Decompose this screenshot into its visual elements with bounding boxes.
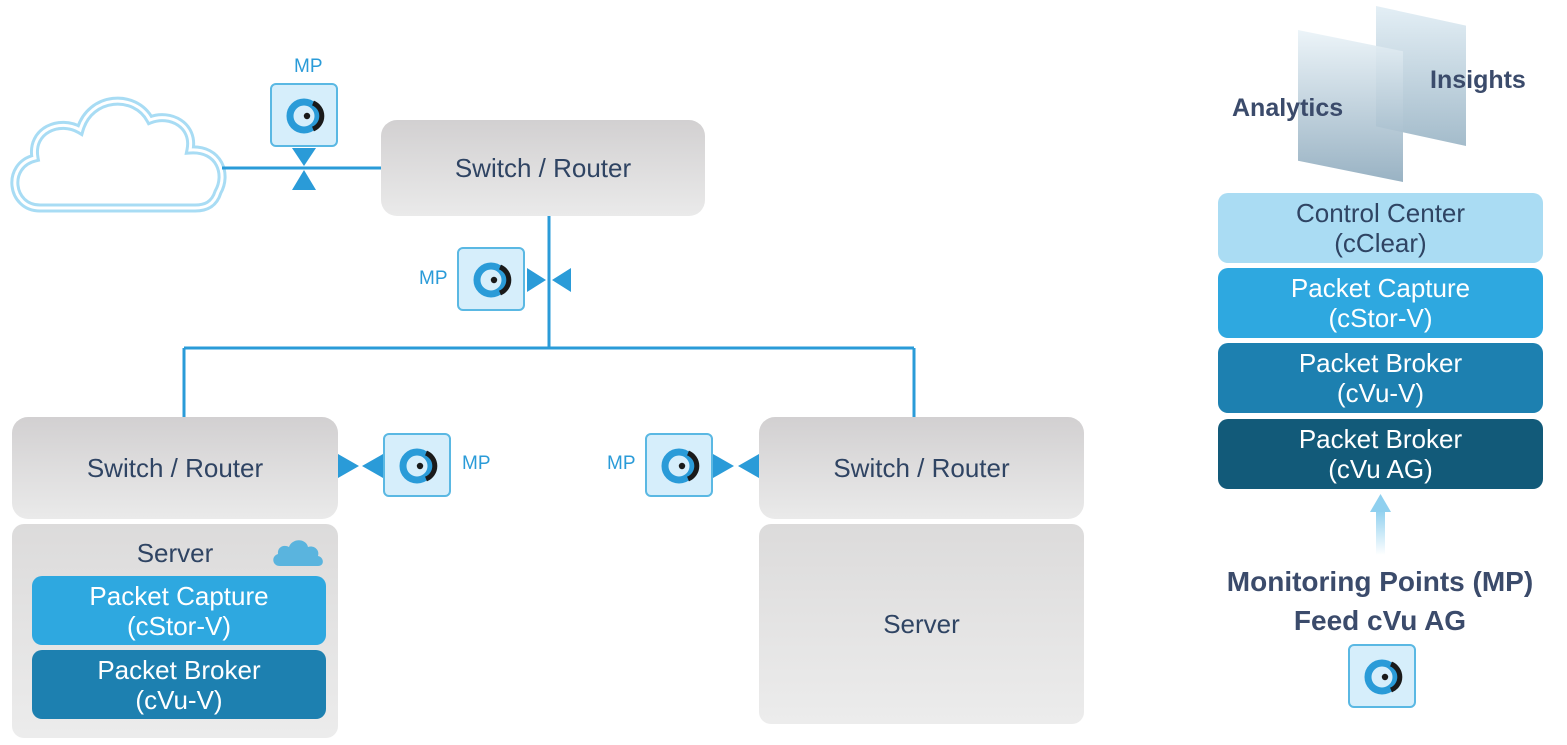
stack-packet-capture-line2: (cStor-V)	[1328, 303, 1433, 333]
right-server-label: Server	[883, 608, 960, 639]
left-switch-router: Switch / Router	[12, 417, 338, 519]
left-packet-capture-line1: Packet Capture	[89, 580, 269, 611]
right-server: Server	[759, 524, 1084, 724]
monitoring-point-icon[interactable]	[645, 433, 713, 497]
left-server: Server Packet Capture (cStor-V) Packet B…	[12, 524, 338, 738]
stack-packet-broker-cvu-ag: Packet Broker (cVu AG)	[1218, 419, 1543, 489]
feed-arrow	[1370, 494, 1391, 555]
stack-packet-broker-cvu-ag-line2: (cVu AG)	[1328, 454, 1433, 484]
left-switch-router-label: Switch / Router	[86, 452, 264, 483]
tap-arrow-icon	[713, 454, 759, 478]
stack-packet-capture: Packet Capture (cStor-V)	[1218, 268, 1543, 338]
caption-line2: Feed cVu AG	[1293, 605, 1467, 636]
caption-line1: Monitoring Points (MP)	[1226, 566, 1534, 597]
stack-control-center: Control Center (cClear)	[1218, 193, 1543, 263]
stack-packet-broker-cvu-v-line2: (cVu-V)	[1336, 378, 1425, 408]
stack-packet-broker-cvu-v: Packet Broker (cVu-V)	[1218, 343, 1543, 413]
left-packet-capture-line2: (cStor-V)	[127, 610, 231, 641]
tap-arrow-icon	[338, 454, 383, 478]
monitoring-point-icon[interactable]	[457, 247, 525, 311]
stack-control-center-line1: Control Center	[1295, 198, 1466, 228]
top-switch-router: Switch / Router	[381, 120, 705, 216]
right-switch-router: Switch / Router	[759, 417, 1084, 519]
left-packet-capture: Packet Capture (cStor-V)	[32, 576, 326, 645]
stack-packet-broker-cvu-ag-line1: Packet Broker	[1298, 424, 1463, 454]
cloud-icon	[10, 96, 227, 213]
mp-label-top: MP	[294, 56, 323, 77]
left-packet-broker: Packet Broker (cVu-V)	[32, 650, 326, 719]
left-packet-broker-line1: Packet Broker	[97, 654, 261, 685]
left-server-title: Server	[136, 538, 214, 568]
right-switch-router-label: Switch / Router	[833, 452, 1010, 483]
stack-control-center-line2: (cClear)	[1334, 228, 1427, 258]
insights-label: Insights	[1430, 66, 1526, 94]
tap-arrow-icon	[527, 268, 571, 292]
top-switch-router-label: Switch / Router	[454, 152, 632, 183]
monitoring-point-icon[interactable]	[383, 433, 451, 497]
analytics-pane	[1298, 30, 1403, 182]
analytics-label: Analytics	[1232, 94, 1344, 122]
stack-packet-broker-cvu-v-line1: Packet Broker	[1298, 348, 1463, 378]
left-packet-broker-line2: (cVu-V)	[135, 684, 223, 715]
mp-label-middle: MP	[419, 268, 448, 289]
monitoring-point-icon[interactable]	[270, 83, 338, 147]
stack-packet-capture-line1: Packet Capture	[1290, 273, 1471, 303]
mp-label-right: MP	[607, 453, 636, 474]
mp-label-left: MP	[462, 453, 491, 474]
tap-arrow-icon	[292, 148, 316, 190]
monitoring-point-icon[interactable]	[1348, 644, 1416, 708]
cloud-icon	[270, 534, 326, 575]
